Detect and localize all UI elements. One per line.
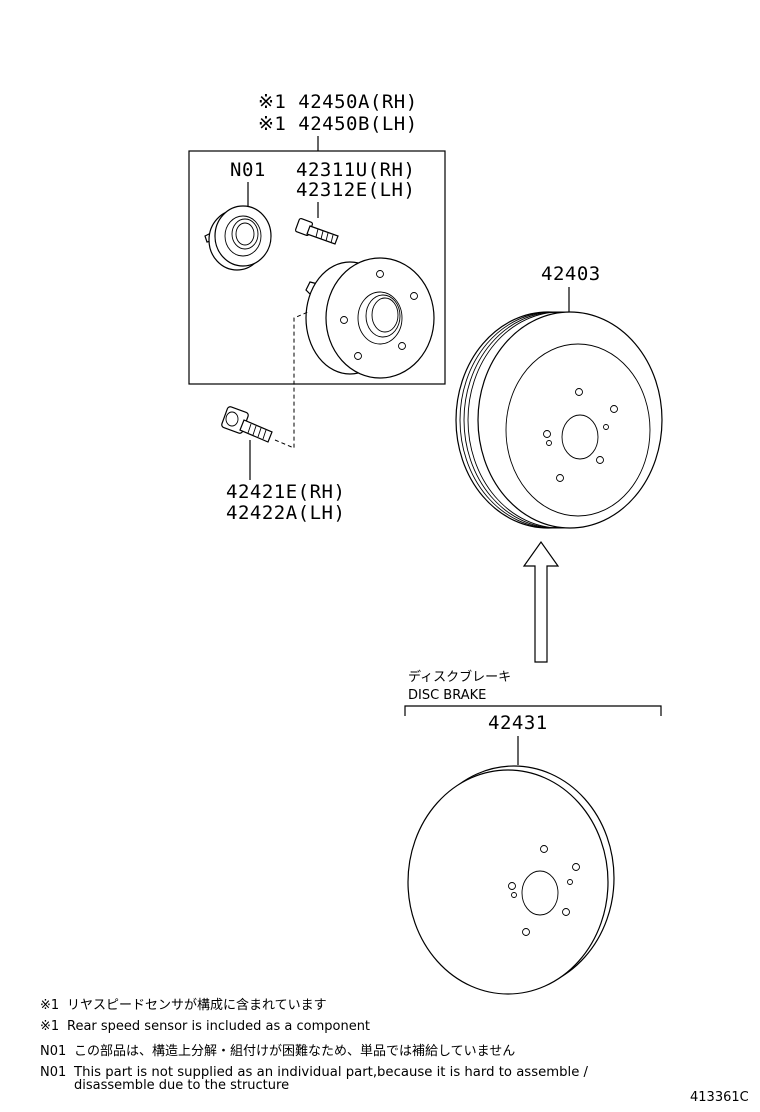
disc-brake-bracket <box>404 705 662 716</box>
svg-text:disassemble due to the structu: disassemble due to the structure <box>74 1078 289 1093</box>
hub-assy-group-box <box>188 150 446 385</box>
label-mounting-bolt-rh[interactable]: 42421E(RH) <box>226 481 345 503</box>
figure-id: 413361C <box>690 1090 749 1105</box>
note-n01-en: N01 This part is not supplied as an indi… <box>40 1065 589 1093</box>
note-1-jp: ※1 リヤスピードセンサが構成に含まれています <box>40 997 327 1013</box>
svg-text:※1: ※1 <box>40 998 59 1013</box>
label-disc-brake-en[interactable]: DISC BRAKE <box>408 688 486 703</box>
label-drum[interactable]: 42403 <box>541 263 601 285</box>
svg-text:この部品は、構造上分解・組付けが困難なため、単品では補給して: この部品は、構造上分解・組付けが困難なため、単品では補給していません <box>74 1043 515 1059</box>
note-n01-jp: N01 この部品は、構造上分解・組付けが困難なため、単品では補給していません <box>40 1043 515 1059</box>
brake-disc-part[interactable] <box>407 765 615 995</box>
svg-text:N01: N01 <box>40 1065 66 1080</box>
hub-bolt-part[interactable] <box>294 217 339 245</box>
label-n01[interactable]: N01 <box>230 159 266 181</box>
label-hub-bolt-lh[interactable]: 42312E(LH) <box>296 179 415 201</box>
svg-text:※1: ※1 <box>40 1019 59 1034</box>
svg-text:This part is not supplied as a: This part is not supplied as an individu… <box>73 1065 589 1080</box>
svg-text:リヤスピードセンサが構成に含まれています: リヤスピードセンサが構成に含まれています <box>67 997 327 1013</box>
label-disc-brake-jp[interactable]: ディスクブレーキ <box>408 669 511 685</box>
svg-text:N01: N01 <box>40 1044 66 1059</box>
label-mounting-bolt-lh[interactable]: 42422A(LH) <box>226 502 345 524</box>
label-hub-assy-rh[interactable]: ※1 42450A(RH) <box>258 91 418 113</box>
bolt-hub-dashed-line <box>274 311 309 449</box>
assembly-arrow <box>522 540 560 663</box>
label-hub-assy-lh[interactable]: ※1 42450B(LH) <box>258 113 418 135</box>
label-disc[interactable]: 42431 <box>488 712 548 734</box>
svg-text:Rear speed sensor is included: Rear speed sensor is included as a compo… <box>67 1019 370 1034</box>
hub-flange-part[interactable] <box>305 257 435 379</box>
note-1-en: ※1 Rear speed sensor is included as a co… <box>40 1019 370 1034</box>
bearing-ring-part[interactable] <box>204 205 272 271</box>
brake-drum-part[interactable] <box>455 311 663 529</box>
label-hub-bolt-rh[interactable]: 42311U(RH) <box>296 159 415 181</box>
mounting-bolt-part[interactable] <box>221 406 273 443</box>
